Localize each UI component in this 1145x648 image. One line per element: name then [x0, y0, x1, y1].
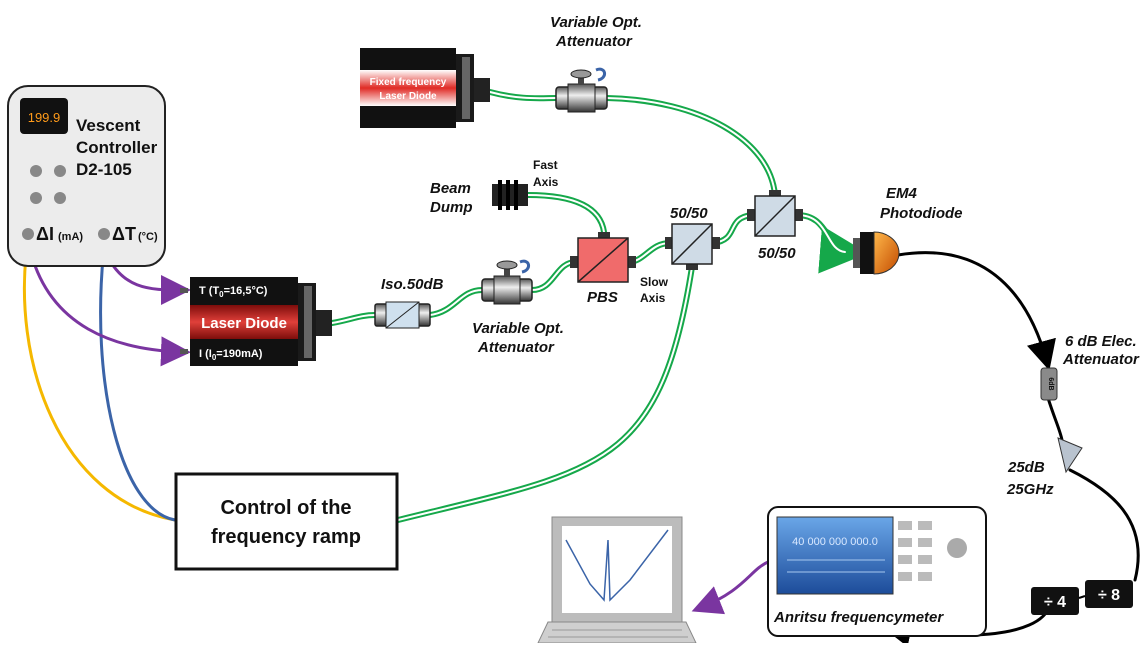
- elec-att-line1: 6 dB Elec.: [1065, 333, 1137, 350]
- amp-line1: 25dB: [1007, 459, 1045, 476]
- laptop-icon: [537, 516, 697, 644]
- rotation-knob-icon: [519, 259, 530, 274]
- freqmeter-display: 40 000 000 000.0: [792, 536, 878, 548]
- knob: [30, 165, 42, 177]
- voa-bottom-line2: Attenuator: [477, 339, 555, 356]
- beam-splitter-1: [665, 223, 720, 270]
- div8-label: ÷ 8: [1098, 587, 1120, 604]
- knob: [54, 165, 66, 177]
- laser-t-setting: T (T0=16,5°C): [199, 285, 268, 299]
- di-unit: (mA): [58, 231, 83, 243]
- controller-display-value: 199.9: [28, 110, 61, 125]
- electrical-attenuator: 6dB: [1040, 367, 1058, 401]
- isolator-label: Iso.50dB: [381, 276, 444, 293]
- photodiode-line2: Photodiode: [880, 205, 963, 222]
- ramp-line2: frequency ramp: [211, 526, 361, 548]
- bs2-label: 50/50: [758, 245, 796, 262]
- voa-top-line2: Attenuator: [555, 33, 633, 50]
- fixed-laser-line1: Fixed frequency: [370, 77, 447, 88]
- rotation-knob-icon: [595, 67, 606, 82]
- amp-line2: 25GHz: [1006, 481, 1054, 498]
- fast-axis-line2: Axis: [533, 175, 559, 189]
- fixed-laser-line2: Laser Diode: [379, 91, 437, 102]
- photodiode: [853, 231, 900, 275]
- photodiode-line1: EM4: [886, 185, 918, 202]
- di-label: ΔI: [36, 224, 54, 244]
- controller-name-line3: D2-105: [76, 160, 132, 179]
- knob: [54, 192, 66, 204]
- di-port: [22, 228, 34, 240]
- freqmeter-label: Anritsu frequencymeter: [773, 609, 944, 626]
- electrical-wires: [22, 238, 1140, 647]
- beam-dump-line1: Beam: [430, 180, 471, 197]
- fixed-frequency-laser: Fixed frequency Laser Diode: [360, 48, 490, 128]
- divider-4: ÷ 4: [1031, 587, 1079, 615]
- pbs: [570, 232, 636, 283]
- controller-name-line2: Controller: [76, 138, 158, 157]
- laser-diode: Laser Diode T (T0=16,5°C) I (I0=190mA): [180, 277, 332, 366]
- dt-port: [98, 228, 110, 240]
- dt-unit: (°C): [138, 231, 158, 243]
- att-chip-label: 6dB: [1047, 377, 1054, 390]
- controller-name-line1: Vescent: [76, 116, 141, 135]
- frequencymeter: 40 000 000 000.0 Anritsu frequencymeter: [767, 506, 987, 637]
- voa-top-line1: Variable Opt.: [550, 14, 642, 31]
- beam-dump-line2: Dump: [430, 199, 473, 216]
- divider-8: ÷ 8: [1085, 580, 1133, 608]
- dt-label: ΔT: [112, 224, 136, 244]
- laser-diode-label: Laser Diode: [201, 315, 287, 332]
- knob: [30, 192, 42, 204]
- vescent-controller: 199.9 Vescent Controller D2-105 ΔI (mA) …: [7, 85, 166, 267]
- div4-label: ÷ 4: [1044, 594, 1066, 611]
- beam-splitter-2: [747, 190, 803, 237]
- ramp-control-box: Control of the frequency ramp: [174, 472, 399, 571]
- elec-att-line2: Attenuator: [1062, 351, 1140, 368]
- laser-i-setting: I (I0=190mA): [199, 348, 263, 362]
- pbs-label: PBS: [587, 289, 618, 306]
- slow-axis-line1: Slow: [640, 275, 669, 289]
- bs1-label: 50/50: [670, 205, 708, 222]
- voa-bottom: [481, 259, 533, 305]
- isolator: [374, 301, 431, 329]
- controller-display: [20, 98, 68, 134]
- voa-bottom-line1: Variable Opt.: [472, 320, 564, 337]
- ramp-line1: Control of the: [220, 497, 351, 519]
- fast-axis-line1: Fast: [533, 158, 558, 172]
- slow-axis-line2: Axis: [640, 291, 666, 305]
- amplifier-triangle-icon: [1057, 437, 1083, 474]
- voa-top: [555, 67, 608, 113]
- beam-dump: [492, 180, 528, 210]
